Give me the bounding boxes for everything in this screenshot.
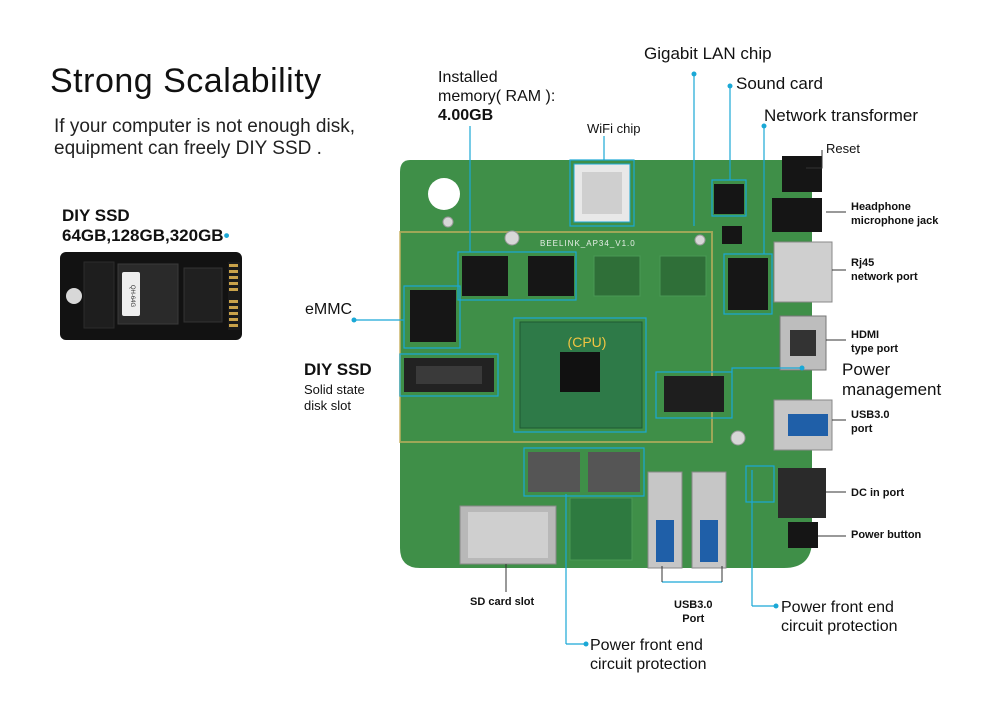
ssd-title-line1: DIY SSD — [62, 206, 130, 225]
reset-button — [782, 156, 822, 192]
dc-in-jack — [778, 468, 826, 518]
rj45-port — [773, 241, 833, 303]
page-title: Strong Scalability — [50, 62, 322, 100]
label-sd-card: SD card slot — [470, 596, 535, 608]
board-model: BEELINK_AP34_V1.0 — [540, 239, 636, 248]
cpu-package — [519, 321, 643, 429]
label-usb30-right: USB3.0 port — [851, 409, 890, 435]
label-network-transformer: Network transformer — [764, 106, 918, 125]
emmc-chip — [410, 290, 456, 342]
cpu-label: (CPU) — [568, 334, 607, 350]
label-dc-in: DC in port — [851, 487, 905, 499]
label-headphone-jack: Headphone microphone jack — [851, 201, 939, 227]
standoff — [504, 230, 520, 246]
label-installed-memory: Installed memory( RAM ): 4.00GB — [438, 69, 556, 124]
headphone-jack — [772, 198, 822, 232]
cpu-die — [560, 352, 600, 392]
ram-pad — [593, 255, 641, 297]
label-wifi-chip: WiFi chip — [587, 121, 641, 136]
label-power-front-end-bottom: Power front end circuit protection — [590, 637, 707, 673]
ssd-module: QH-64G — [60, 252, 242, 340]
power-ic — [664, 376, 724, 412]
leader-lines — [354, 74, 802, 645]
inductor — [528, 452, 580, 492]
label-sound-card: Sound card — [736, 74, 823, 93]
label-diy-ssd-slot: DIY SSD Solid state disk slot — [304, 360, 372, 413]
controller-chip — [569, 497, 633, 561]
label-reset: Reset — [826, 141, 860, 156]
ssd-capacities: 64GB,128GB,320GB• — [62, 226, 230, 245]
highlight-boxes — [399, 159, 775, 503]
ssd-title: DIY SSD 64GB,128GB,320GB• — [62, 206, 230, 246]
network-transformer — [728, 258, 768, 310]
label-emmc: eMMC — [305, 301, 353, 318]
ssd-screw-hole — [66, 288, 82, 304]
label-power-management: Power management — [842, 360, 942, 399]
ram-chip — [528, 256, 574, 296]
ram-chip — [462, 256, 508, 296]
label-power-button: Power button — [851, 529, 922, 541]
label-power-front-end-right: Power front end circuit protection — [781, 599, 898, 635]
label-gigabit-lan: Gigabit LAN chip — [644, 44, 772, 63]
label-rj45: Rj45 network port — [851, 257, 918, 283]
mounting-hole-top-left — [428, 178, 460, 210]
lan-chip — [714, 184, 744, 214]
ram-pad — [659, 255, 707, 297]
inductor — [588, 452, 640, 492]
ssd-chip-label: QH-64G — [129, 285, 135, 308]
leader-dots — [351, 71, 805, 647]
power-button-switch — [788, 522, 818, 548]
page-description: If your computer is not enough disk, equ… — [54, 116, 355, 159]
label-usb30-front: USB3.0 Port — [674, 599, 713, 625]
black-leaders — [505, 150, 846, 592]
components: (CPU) — [404, 156, 833, 569]
label-hdmi: HDMI type port — [851, 329, 899, 355]
